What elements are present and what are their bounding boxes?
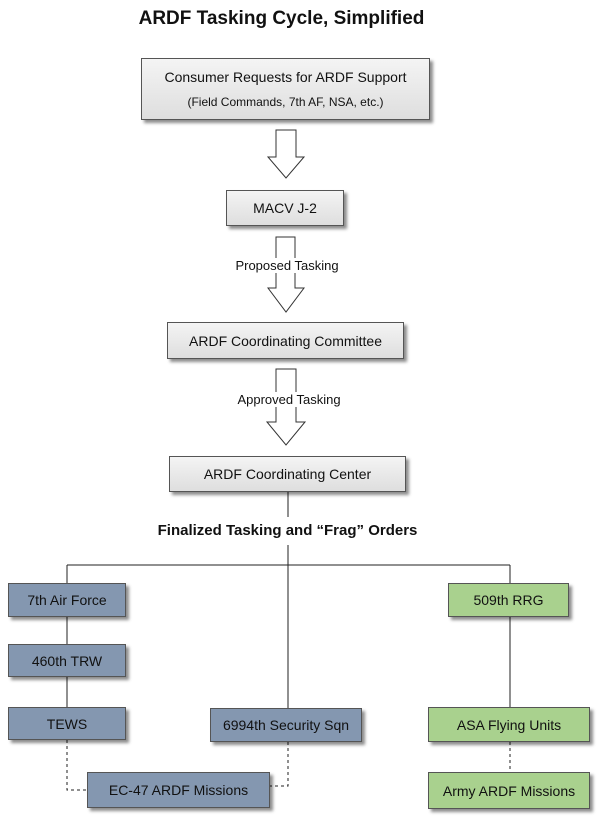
ec-47-ardf-missions-box: EC-47 ARDF Missions <box>87 772 270 808</box>
diagram-title: ARDF Tasking Cycle, Simplified <box>138 8 425 29</box>
7th-air-force-box: 7th Air Force <box>8 583 126 617</box>
approved-tasking-label: Approved Tasking <box>224 392 354 407</box>
army-ardf-missions-box: Army ARDF Missions <box>428 772 590 809</box>
consumer-requests-label: Consumer Requests for ARDF Support <box>164 68 407 85</box>
arrow-consumer-to-macv <box>266 129 306 179</box>
509th-rrg-box: 509th RRG <box>448 583 569 617</box>
460th-trw-box: 460th TRW <box>8 644 126 677</box>
arrow-macv-to-committee <box>267 236 305 313</box>
arrow-committee-to-center <box>265 368 307 446</box>
consumer-requests-sublabel: (Field Commands, 7th AF, NSA, etc.) <box>187 94 384 109</box>
consumer-requests-box: Consumer Requests for ARDF Support (Fiel… <box>141 58 430 120</box>
6994th-security-sqn-box: 6994th Security Sqn <box>210 708 362 742</box>
finalized-tasking-label: Finalized Tasking and “Frag” Orders <box>157 522 418 539</box>
tews-box: TEWS <box>8 707 126 740</box>
ardf-coordinating-center-box: ARDF Coordinating Center <box>169 456 406 492</box>
macv-j2-box: MACV J-2 <box>226 190 344 226</box>
proposed-tasking-label: Proposed Tasking <box>222 258 352 273</box>
ardf-coordinating-committee-box: ARDF Coordinating Committee <box>167 322 404 359</box>
asa-flying-units-box: ASA Flying Units <box>428 707 590 742</box>
